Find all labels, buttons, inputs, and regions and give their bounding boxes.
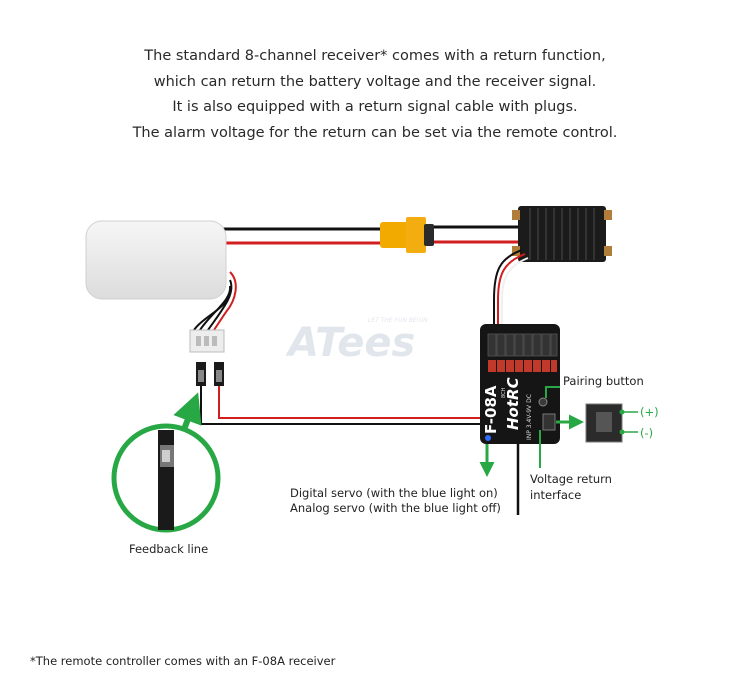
- voltage-return-port: [542, 413, 556, 431]
- feedback-plugs: [196, 362, 224, 386]
- feedback-magnifier: [111, 423, 221, 533]
- digital-servo-label: Digital servo (with the blue light on): [290, 486, 498, 500]
- intro-line-1: The standard 8-channel receiver* comes w…: [144, 48, 606, 64]
- receiver-input-spec: INP 3.4V-9V DC: [526, 394, 533, 440]
- footnote: *The remote controller comes with an F-0…: [30, 654, 336, 668]
- analog-servo-label: Analog servo (with the blue light off): [290, 501, 501, 515]
- balance-lead: [189, 271, 237, 353]
- pairing-button-pointer: [545, 386, 560, 398]
- pairing-button: [538, 397, 548, 407]
- battery-pack: [85, 220, 227, 300]
- plus-terminal-label: (+): [640, 405, 659, 419]
- voltage-return-label: Voltage return interface: [530, 471, 612, 503]
- receiver-model: F-08A: [482, 385, 500, 434]
- esc-signal-wire: [493, 249, 529, 340]
- receiver-f08a: F-08A HotRC INP 3.4V-9V DC 8CH: [480, 324, 560, 444]
- voltage-return-label-line2: interface: [530, 488, 582, 502]
- voltage-return-connector: [585, 403, 638, 443]
- watermark-tagline: LET THE FUN BEGIN: [368, 317, 428, 324]
- status-led-blue: [485, 435, 491, 441]
- pairing-button-label: Pairing button: [563, 374, 644, 388]
- intro-line-2: which can return the battery voltage and…: [153, 73, 597, 90]
- voltage-return-label-line1: Voltage return: [530, 472, 612, 486]
- receiver-brand: HotRC: [504, 377, 522, 430]
- watermark-text: ATees: [285, 320, 415, 366]
- receiver-side-text: 8CH: [501, 387, 507, 398]
- battery-main-wires: [222, 225, 520, 245]
- esc-module: [512, 206, 612, 262]
- intro-text: The standard 8-channel receiver* comes w…: [0, 44, 750, 146]
- minus-terminal-label: (-): [640, 426, 654, 440]
- watermark-logo: ATees LET THE FUN BEGIN: [285, 317, 428, 366]
- intro-line-4: The alarm voltage for the return can be …: [132, 124, 618, 141]
- intro-line-3: It is also equipped with a return signal…: [172, 99, 578, 115]
- xt60-connector: [380, 217, 434, 253]
- feedback-line-label: Feedback line: [129, 542, 209, 556]
